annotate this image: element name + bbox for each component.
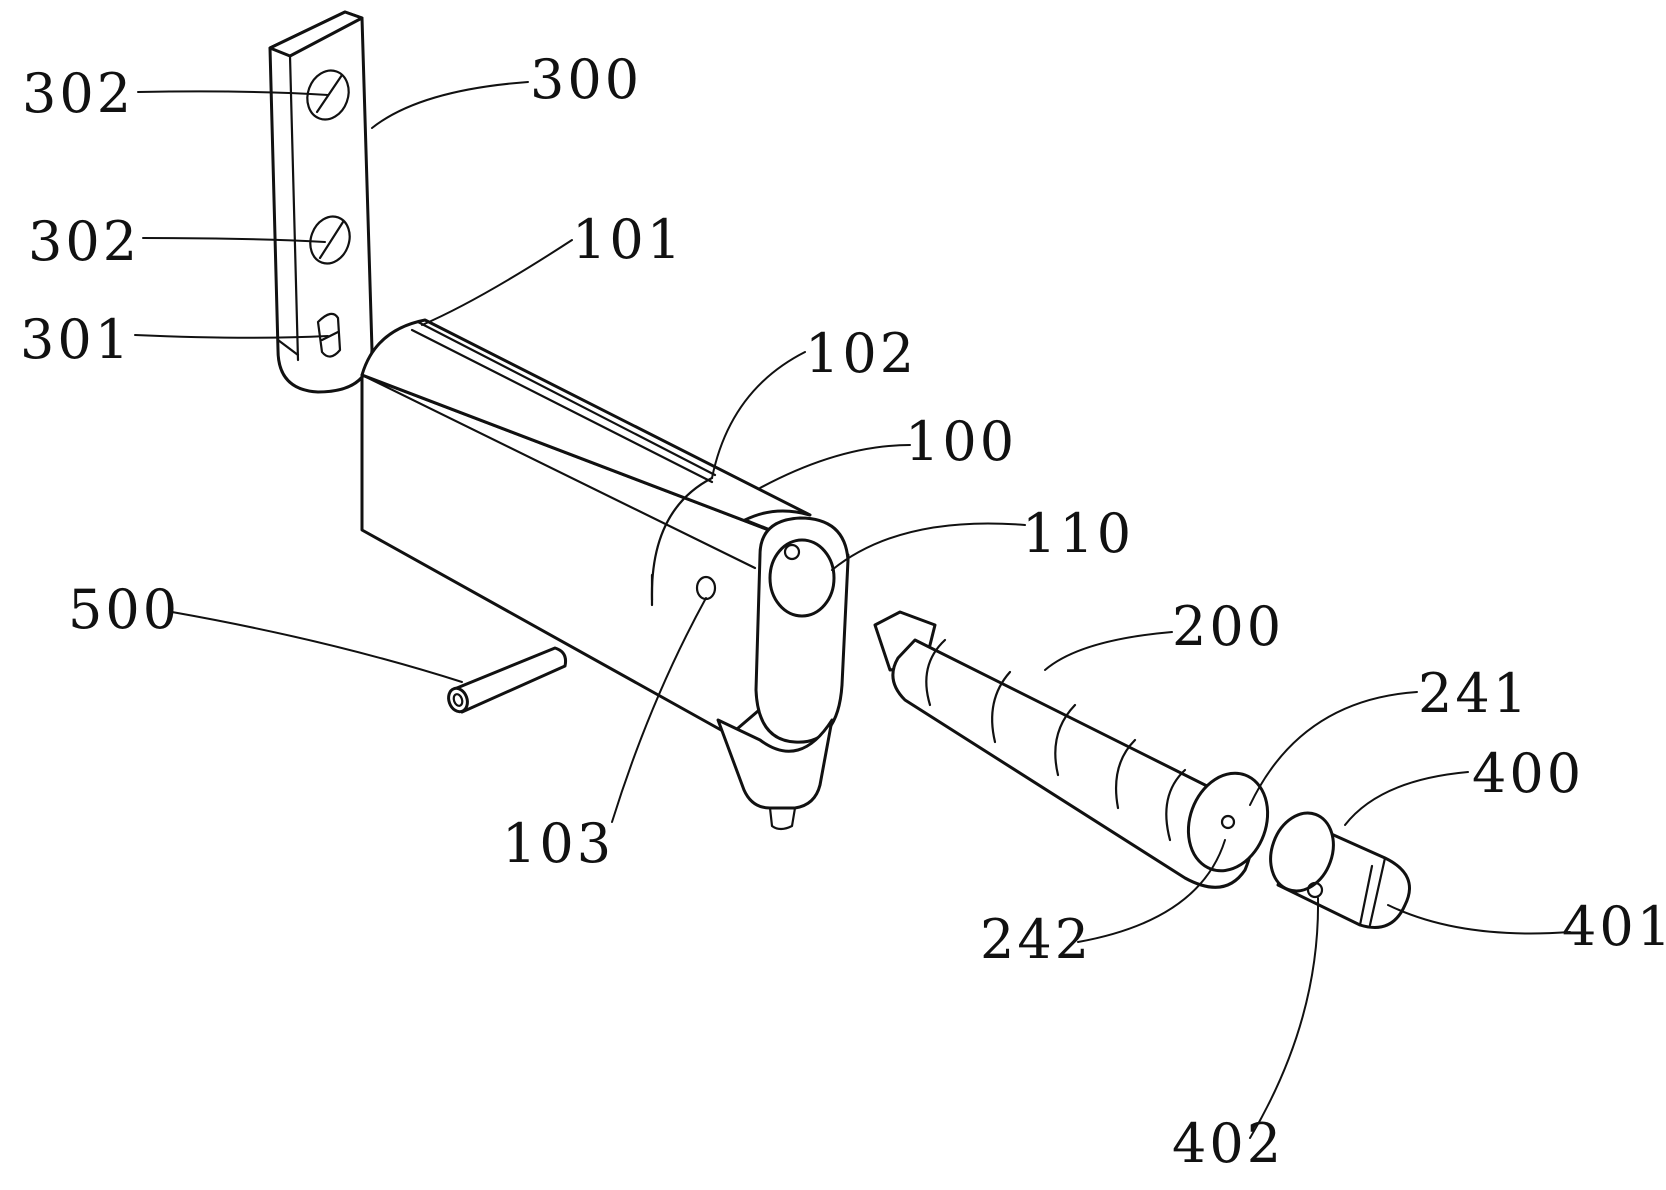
label-102: 102 bbox=[805, 322, 917, 385]
label-100: 100 bbox=[905, 410, 1017, 473]
label-242: 242 bbox=[980, 908, 1092, 971]
label-302-upper: 302 bbox=[22, 62, 134, 125]
label-110: 110 bbox=[1022, 502, 1134, 565]
label-402: 402 bbox=[1172, 1112, 1284, 1175]
mounting-plate-300 bbox=[270, 12, 372, 392]
end-plug-400 bbox=[1260, 804, 1409, 927]
label-400: 400 bbox=[1472, 742, 1584, 805]
label-401: 401 bbox=[1562, 895, 1666, 958]
pin-500 bbox=[445, 648, 565, 714]
label-500: 500 bbox=[68, 578, 180, 641]
label-302-lower: 302 bbox=[28, 210, 140, 273]
label-300: 300 bbox=[530, 48, 642, 111]
label-103: 103 bbox=[502, 812, 614, 875]
label-241: 241 bbox=[1418, 662, 1530, 725]
hinge-body-100 bbox=[362, 320, 848, 829]
label-301: 301 bbox=[20, 308, 132, 371]
label-200: 200 bbox=[1172, 595, 1284, 658]
label-101: 101 bbox=[572, 208, 684, 271]
